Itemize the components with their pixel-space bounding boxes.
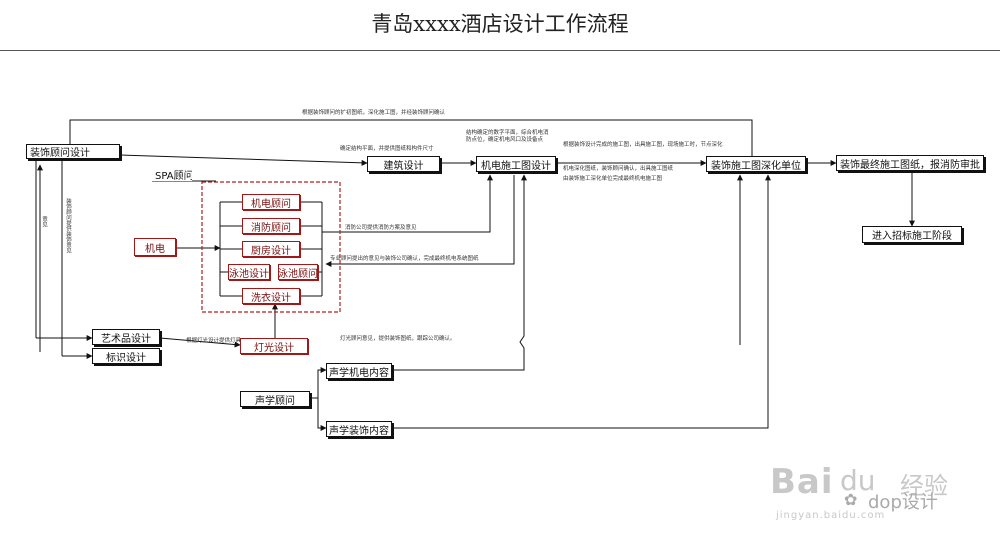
watermark-url-text: jingyan.baidu.com <box>776 510 886 521</box>
watermark-paw-text: du <box>840 464 876 497</box>
mep-group-boundary <box>201 181 341 313</box>
mep-consultant-box[interactable]: 机电顾问 <box>242 194 300 210</box>
mep-feedback-note: 专业顾问提出的意见与装饰公司确认，完成最终机电系统图纸 <box>330 256 479 262</box>
pool-design-box[interactable]: 泳池设计 <box>228 264 270 280</box>
fire-consultant-box[interactable]: 消防顾问 <box>242 218 300 234</box>
baidu-watermark: Bai du 经验 ✿ dop设计 jingyan.baidu.com <box>770 462 990 542</box>
watermark-baidu-text: Bai <box>770 462 834 502</box>
acoustic-consultant-line <box>310 367 327 399</box>
mep-construction-box[interactable]: 机电施工图设计 <box>476 156 556 172</box>
art-to-lighting-arrow <box>159 337 241 348</box>
acoustic-consultant-box[interactable]: 声学顾问 <box>240 391 310 407</box>
kitchen-design-box[interactable]: 厨房设计 <box>242 241 300 257</box>
spa-consultant-label[interactable]: SPA顾问 <box>152 168 192 181</box>
watermark-dop-text: dop设计 <box>868 492 938 513</box>
laundry-design-box[interactable]: 洗衣设计 <box>242 288 300 304</box>
wechat-icon: ✿ <box>844 490 858 509</box>
arch-note: 确定结构平面，并提供图纸和构件尺寸 <box>340 146 434 152</box>
mep-box-note: 结构确定的数字平面，综合机电消防点位，确定机电风口及设备点 <box>466 130 549 143</box>
vertical-note-1: 装饰顾问提供装饰意见 <box>65 198 71 253</box>
architecture-design-box[interactable]: 建筑设计 <box>367 156 440 172</box>
acoustic-mep-line <box>392 174 527 371</box>
feedback-top-line <box>69 119 753 162</box>
acoustic-mep-box[interactable]: 声学机电内容 <box>326 363 392 379</box>
signage-design-box[interactable]: 标识设计 <box>92 348 160 364</box>
top-feedback-note: 根据装饰顾问的扩初图纸，深化施工图，并经装饰顾问确认 <box>302 110 446 116</box>
lighting-right-note: 灯光顾问意见，提供装饰图纸，跟踪公司确认。 <box>340 336 456 342</box>
art-design-box[interactable]: 艺术品设计 <box>92 329 160 345</box>
mep-feedback-line <box>325 175 515 267</box>
lighting-design-box[interactable]: 灯光设计 <box>240 338 308 354</box>
lighting-left-note: 根据灯光设计提供灯具 <box>186 338 242 344</box>
acoustic-decor-line <box>392 174 771 429</box>
decor-consultant-box[interactable]: 装饰顾问设计 <box>26 144 120 159</box>
final-drawings-box[interactable]: 装饰最终施工图纸，报消防审批 <box>836 155 984 171</box>
title-divider <box>0 50 1000 51</box>
group-to-mep-line <box>322 174 493 233</box>
deepen-note-2: 机电深化图纸，装饰顾问确认，出具施工图纸 <box>563 166 674 172</box>
tender-stage-box[interactable]: 进入招标施工阶段 <box>862 226 962 243</box>
deepen-note-3: 由装饰施工深化单位完成最终机电施工图 <box>563 176 663 182</box>
acoustic-decor-box[interactable]: 声学装饰内容 <box>326 421 392 437</box>
deepen-note-1: 根据装饰设计完成的施工图，出具施工图，现场施工时，节点深化 <box>563 142 723 148</box>
deepening-unit-box[interactable]: 装饰施工图深化单位 <box>706 156 806 172</box>
decor-to-arch-arrow <box>119 154 368 166</box>
pool-consultant-box[interactable]: 泳池顾问 <box>278 264 318 280</box>
fire-note: 消防公司提供消防方案及意见 <box>345 225 417 231</box>
vertical-note-2: 意见 <box>41 216 47 227</box>
watermark-sub-text: 经验 <box>900 472 948 500</box>
mep-box[interactable]: 机电 <box>134 238 176 256</box>
page-title: 青岛xxxx酒店设计工作流程 <box>371 12 629 36</box>
